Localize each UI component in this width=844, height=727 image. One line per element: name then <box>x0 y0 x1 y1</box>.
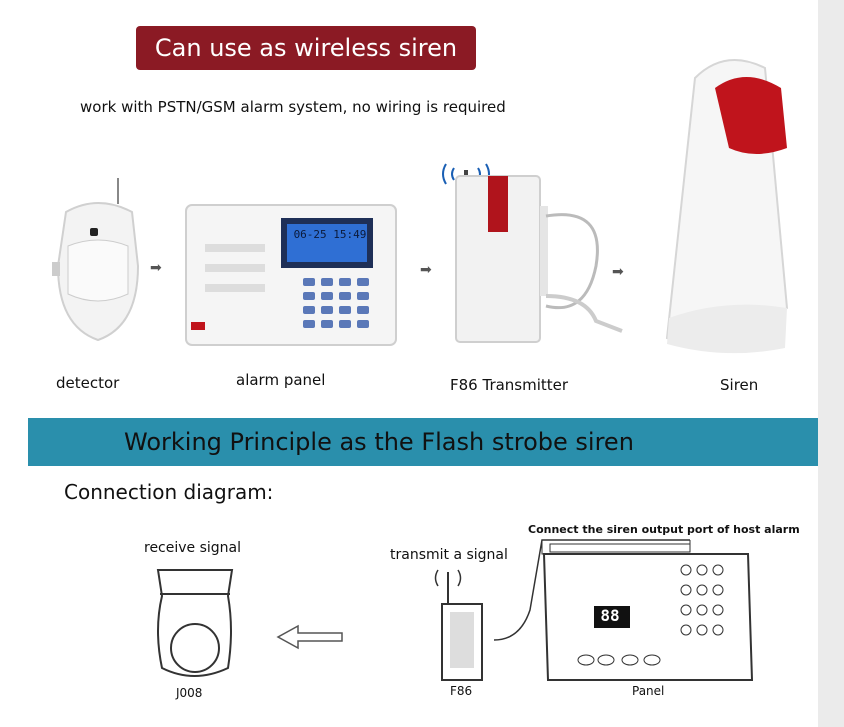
j008-label: J008 <box>176 686 203 700</box>
detector-image <box>52 178 140 342</box>
caption-siren: Siren <box>720 376 759 394</box>
f86-drawing <box>434 569 483 681</box>
arrow-1-icon: ➡ <box>150 260 162 276</box>
alarm-panel-image <box>185 204 397 346</box>
receive-signal-label: receive signal <box>144 540 242 556</box>
left-arrow-icon <box>276 624 343 650</box>
panel-label: Panel <box>632 684 665 698</box>
f86-label: F86 <box>450 684 473 698</box>
j008-drawing <box>156 569 234 677</box>
panel-drawing <box>493 539 754 681</box>
subtitle: work with PSTN/GSM alarm system, no wiri… <box>80 98 506 116</box>
caption-detector: detector <box>56 374 120 392</box>
banner-title: Can use as wireless siren <box>136 26 476 70</box>
caption-transmitter: F86 Transmitter <box>450 376 569 394</box>
siren-image <box>665 59 789 354</box>
panel-lcd-text: 06-25 15:49 <box>293 228 367 241</box>
caption-alarm-panel: alarm panel <box>236 371 326 389</box>
transmit-signal-label: transmit a signal <box>390 547 508 563</box>
transmitter-image <box>442 163 623 343</box>
connect-port-label: Connect the siren output port of host al… <box>528 523 800 536</box>
arrow-2-icon: ➡ <box>420 262 432 278</box>
diagram-heading: Connection diagram: <box>64 480 274 504</box>
principle-banner: Working Principle as the Flash strobe si… <box>28 418 818 466</box>
arrow-3-icon: ➡ <box>612 264 624 280</box>
panel-drawing-display: 88 <box>600 606 620 625</box>
right-margin-band <box>818 0 844 727</box>
